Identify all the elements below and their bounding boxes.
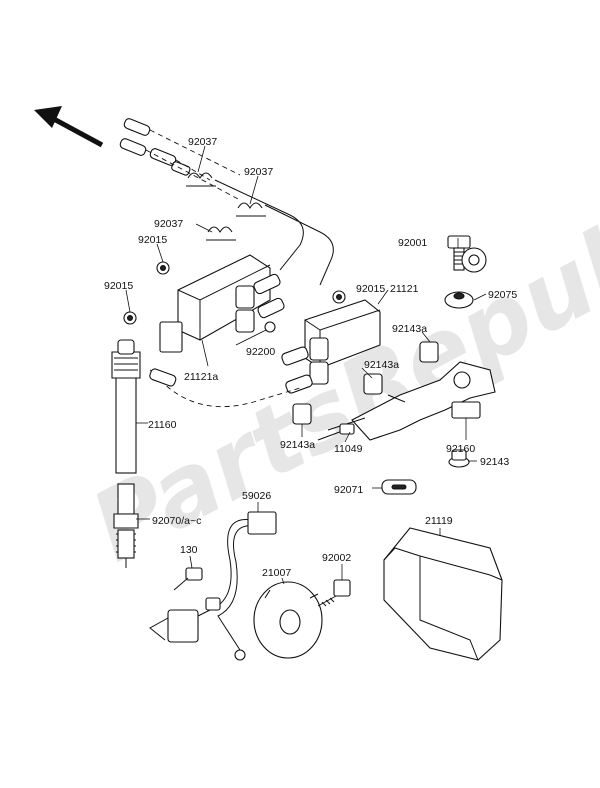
- washer-92143: [448, 449, 470, 468]
- high-tension-wire-21160: [111, 339, 141, 474]
- ignition-coil-right: [149, 299, 381, 408]
- label-21121a: 21121a: [184, 371, 218, 383]
- label-92075: 92075: [488, 289, 517, 301]
- label-92015-b: 92015: [104, 280, 133, 292]
- ignition-coil-left: [159, 254, 285, 353]
- bolt-92001: [447, 235, 471, 271]
- bolt-130: [173, 567, 203, 591]
- label-92015-a: 92015: [138, 234, 167, 246]
- label-92002: 92002: [322, 552, 351, 564]
- rubber-block-92160: [451, 401, 481, 419]
- pickup-coil-harness: [149, 511, 277, 661]
- label-92071: 92071: [334, 484, 363, 496]
- label-92070: 92070/a~c: [152, 515, 201, 527]
- label-21160: 21160: [148, 419, 177, 431]
- label-92037-c: 92037: [154, 218, 183, 230]
- ignition-wire: [214, 179, 304, 271]
- wire-clamps-92037: [186, 172, 266, 241]
- label-92143a-b: 92143a: [364, 359, 399, 371]
- label-92143a-c: 92143a: [280, 439, 315, 451]
- spark-plug-92070: [113, 483, 139, 568]
- leader-lines: [125, 145, 487, 585]
- label-21119: 21119: [425, 515, 453, 527]
- bolt-92002: [317, 579, 351, 607]
- label-21007: 21007: [262, 567, 291, 579]
- label-92015-c: 92015: [356, 283, 385, 295]
- grommet-92075: [444, 291, 474, 309]
- timing-rotor-21007: [253, 581, 323, 659]
- cap-92071: [381, 479, 417, 495]
- wire-ends: [119, 118, 241, 201]
- nuts-92015: [123, 261, 346, 333]
- label-21121: 21121: [390, 283, 419, 295]
- label-92001: 92001: [398, 237, 427, 249]
- label-59026: 59026: [242, 490, 271, 502]
- ignition-wire: [264, 204, 334, 286]
- coil-bracket: [327, 361, 496, 441]
- arrow-up-left-icon: [34, 106, 104, 148]
- gear-icon: [461, 247, 487, 273]
- spacers-92143a: [292, 341, 439, 425]
- label-92037-b: 92037: [244, 166, 273, 178]
- bolt-11049: [317, 423, 355, 441]
- ic-igniter-21119: [383, 527, 503, 661]
- label-92160: 92160: [446, 443, 475, 455]
- label-92143a-a: 92143a: [392, 323, 427, 335]
- label-92143: 92143: [480, 456, 509, 468]
- label-11049: 11049: [334, 443, 363, 455]
- label-130: 130: [180, 544, 198, 556]
- label-92037-a: 92037: [188, 136, 217, 148]
- part-labels: 92037 92037 92037 92015 92015 92015 9200…: [104, 136, 517, 579]
- label-92200: 92200: [246, 346, 275, 358]
